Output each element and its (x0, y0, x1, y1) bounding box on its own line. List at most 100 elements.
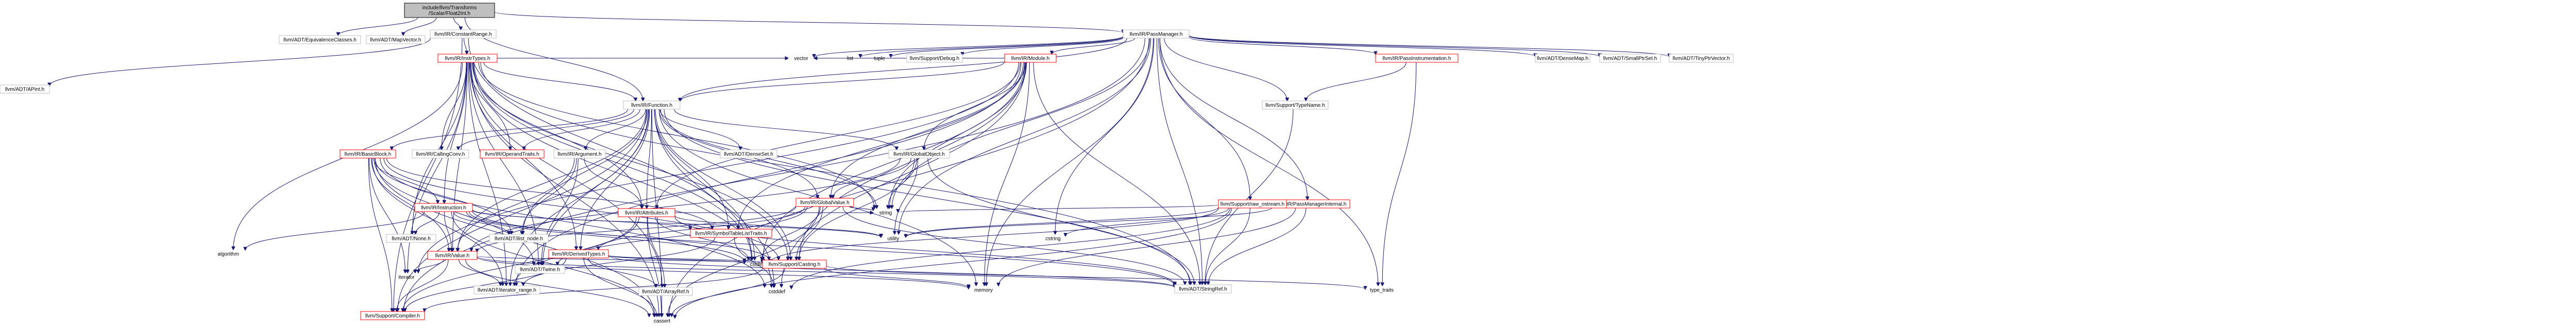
edge-module-to-cstddef (782, 62, 1026, 287)
node-typename-box (1262, 100, 1329, 110)
node-iterrange[interactable]: llvm/ADT/iterator_range.h (473, 285, 540, 295)
node-module[interactable]: llvm/IR/Module.h (1004, 54, 1057, 63)
edge-symtabtraits-to-iterrange (523, 237, 715, 286)
node-typetraits-label: type_traits (1370, 288, 1394, 294)
edge-passmgr-to-rawostream (1158, 38, 1250, 200)
edge-basicblock-to-ilistnode (375, 158, 511, 234)
edge-module-to-stringref (1033, 62, 1200, 285)
node-arrayref[interactable]: llvm/ADT/ArrayRef.h (638, 287, 693, 296)
edge-instrtypes-to-operandtraits (469, 62, 510, 150)
node-smallptrset[interactable]: llvm/ADT/SmallPtrSet.h (1599, 54, 1661, 63)
node-symtabtraits-label: llvm/IR/SymbolTableListTraits.h (695, 231, 767, 237)
edge-module-to-globalobject (924, 62, 1026, 150)
edge-passmgr-to-module (1052, 38, 1135, 54)
edge-basicblock-to-compiler (368, 158, 392, 312)
node-instrtypes-box (437, 54, 498, 63)
node-rawostream-box (1218, 199, 1287, 209)
edge-passmgr-to-pmi (1159, 38, 1307, 200)
node-denseset[interactable]: llvm/ADT/DenseSet.h (720, 149, 777, 159)
edge-module-to-function (680, 61, 1005, 101)
edge-function-to-basicblock (392, 109, 629, 150)
edge-argument-to-twine (541, 158, 579, 265)
node-globalvalue-label: llvm/IR/GlobalValue.h (800, 200, 849, 206)
node-passinstr-box (1375, 54, 1459, 63)
node-tinyptrvec[interactable]: llvm/ADT/TinyPtrVector.h (1669, 54, 1734, 63)
node-debug-box (906, 54, 963, 63)
node-twine-box (515, 265, 565, 274)
node-operandtraits-label: llvm/IR/OperandTraits.h (485, 152, 539, 158)
edge-rawostream-to-cstring (1065, 208, 1229, 236)
node-densemap[interactable]: llvm/ADT/DenseMap.h (1535, 54, 1590, 63)
node-iterrange-box (473, 285, 540, 295)
node-module-label: llvm/IR/Module.h (1011, 56, 1049, 62)
node-ilistnode[interactable]: llvm/ADT/ilist_node.h (489, 234, 549, 243)
edge-instrtypes-to-callingconv (442, 62, 467, 150)
edge-function-to-attributes (647, 109, 652, 209)
node-casting[interactable]: llvm/Support/Casting.h (762, 260, 827, 269)
edge-module-to-casting (799, 62, 1026, 260)
node-derivedtypes[interactable]: llvm/IR/DerivedTypes.h (548, 249, 609, 258)
edge-passmgr-to-cstring (1055, 38, 1155, 234)
node-tuple: tuple (874, 56, 885, 62)
node-twine[interactable]: llvm/ADT/Twine.h (515, 265, 565, 274)
node-casting-label: llvm/Support/Casting.h (769, 262, 821, 268)
node-globalvalue[interactable]: llvm/IR/GlobalValue.h (795, 198, 854, 207)
node-apint[interactable]: llvm/ADT/APInt.h (0, 84, 50, 94)
node-apint-box (0, 84, 50, 94)
node-compiler[interactable]: llvm/Support/Compiler.h (360, 311, 425, 320)
node-passinstr[interactable]: llvm/IR/PassInstrumentation.h (1375, 54, 1459, 63)
node-rawostream[interactable]: llvm/Support/raw_ostream.h (1218, 199, 1287, 209)
edge-casting-to-memory (824, 268, 969, 288)
edge-passmgr-to-typename (1164, 38, 1287, 101)
node-arrayref-box (638, 287, 693, 296)
node-tuple-label: tuple (874, 56, 885, 62)
node-passmgr[interactable]: llvm/IR/PassManager.h (1123, 29, 1190, 39)
edge-instrtypes-to-attributes (472, 62, 642, 209)
node-constrange[interactable]: llvm/IR/ConstantRange.h (430, 29, 497, 39)
edge-instruction-to-value (444, 211, 451, 251)
node-basicblock[interactable]: llvm/IR/BasicBlock.h (340, 149, 396, 159)
node-debug[interactable]: llvm/Support/Debug.h (906, 54, 963, 63)
edge-passmgr-to-string (892, 38, 1150, 209)
edge-argument-to-value (457, 158, 575, 251)
node-function[interactable]: llvm/IR/Function.h (623, 100, 681, 110)
node-basicblock-box (340, 149, 396, 159)
node-value-box (427, 251, 478, 260)
node-eqc-box (279, 35, 361, 44)
node-attributes[interactable]: llvm/IR/Attributes.h (618, 208, 675, 217)
edge-value-to-cassert (465, 259, 649, 317)
node-operandtraits[interactable]: llvm/IR/OperandTraits.h (480, 149, 545, 159)
node-none-box (386, 234, 436, 243)
node-instrtypes[interactable]: llvm/IR/InstrTypes.h (437, 54, 498, 63)
node-root-label: /Scalar/Float2Int.h (429, 11, 470, 16)
node-pmi[interactable]: llvm/IR/PassManagerInternal.h (1272, 199, 1350, 209)
edge-instrtypes-to-iterrange (468, 62, 506, 286)
node-stringref-label: llvm/ADT/StringRef.h (1179, 287, 1227, 292)
node-argument[interactable]: llvm/IR/Argument.h (553, 149, 606, 159)
node-symtabtraits[interactable]: llvm/IR/SymbolTableListTraits.h (690, 229, 772, 238)
edge-passmgr-to-compiler (404, 38, 1145, 312)
node-globalobject[interactable]: llvm/IR/GlobalObject.h (888, 149, 950, 159)
edge-passmgr-to-tuple (891, 37, 1124, 57)
node-mapvec[interactable]: llvm/ADT/MapVector.h (366, 35, 426, 44)
node-callingconv[interactable]: llvm/IR/CallingConv.h (412, 149, 469, 159)
node-value[interactable]: llvm/IR/Value.h (427, 251, 478, 260)
edge-passmgr-to-smallptrset (1189, 35, 1600, 57)
edge-function-to-compiler (398, 109, 647, 312)
edge-basicblock-to-symtabtraits (386, 158, 713, 229)
node-none[interactable]: llvm/ADT/None.h (386, 234, 436, 243)
node-root[interactable]: include/llvm/Transforms/Scalar/Float2Int… (404, 3, 495, 18)
node-attributes-label: llvm/IR/Attributes.h (625, 211, 668, 216)
edge-root-to-eqc (338, 17, 418, 36)
node-typename[interactable]: llvm/Support/TypeName.h (1262, 100, 1329, 110)
node-stringref[interactable]: llvm/ADT/StringRef.h (1174, 284, 1232, 294)
edge-root-to-mapvec (403, 17, 437, 36)
node-eqc[interactable]: llvm/ADT/EquivalenceClasses.h (279, 35, 361, 44)
edge-root-to-passmgr (494, 11, 1123, 33)
edge-rawostream-to-cstdint (770, 208, 1219, 263)
node-vector-label: vector (794, 56, 808, 62)
edge-passmgr-to-list (860, 36, 1124, 57)
node-instruction[interactable]: llvm/IR/Instruction.h (414, 203, 473, 212)
node-instruction-label: llvm/IR/Instruction.h (421, 205, 466, 211)
